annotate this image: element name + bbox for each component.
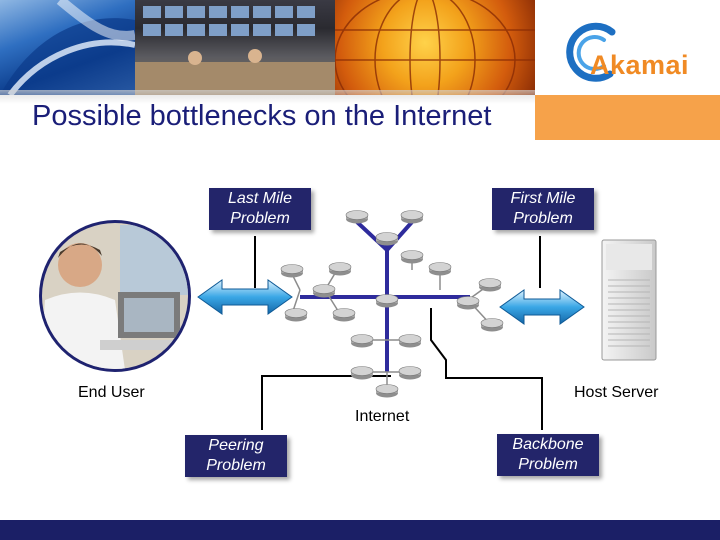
end-user-label: End User (78, 384, 145, 401)
network-thin-links (289, 255, 493, 390)
network-diagram (39, 210, 657, 430)
host-server-icon (601, 239, 657, 361)
wave-image (0, 0, 136, 95)
control-room-image (135, 6, 335, 95)
callout-last-mile: Last Mile Problem (209, 188, 311, 230)
akamai-logo-text: Akamai (590, 50, 690, 80)
footer-bar (0, 520, 720, 540)
callout-backbone: Backbone Problem (497, 434, 599, 476)
first-mile-arrow (499, 289, 585, 325)
orange-accent-bar (535, 95, 720, 140)
callout-leaders (254, 236, 543, 430)
internet-label: Internet (355, 408, 410, 425)
host-server-label: Host Server (574, 384, 659, 401)
wave-photo (0, 0, 136, 95)
last-mile-arrow (197, 279, 293, 315)
logo-area (535, 0, 720, 95)
internet-routers (280, 210, 504, 398)
header-banner (0, 0, 720, 95)
callout-first-mile: First Mile Problem (492, 188, 594, 230)
globe-image (334, 0, 535, 95)
akamai-swoosh-icon (566, 22, 616, 82)
header-shadow (0, 90, 535, 104)
control-room-photo (135, 0, 335, 95)
globe-photo (334, 0, 535, 95)
slide-title: Possible bottlenecks on the Internet (32, 100, 492, 132)
callout-peering: Peering Problem (185, 435, 287, 477)
end-user-photo (39, 220, 191, 372)
